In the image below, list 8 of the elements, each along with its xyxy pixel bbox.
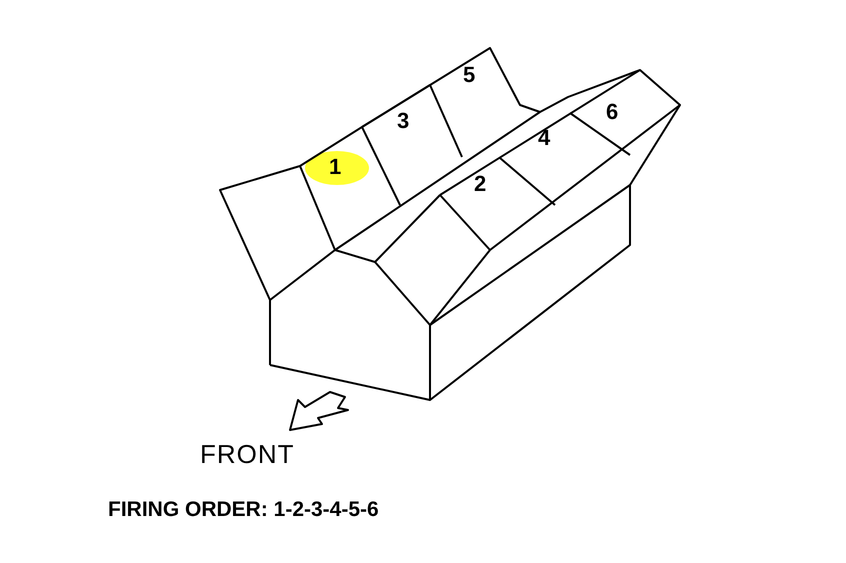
cylinder-number: 5 xyxy=(463,64,476,86)
cylinder-number: 6 xyxy=(606,101,618,123)
cylinder-number: 3 xyxy=(397,110,410,132)
cylinder-number: 1 xyxy=(329,156,342,178)
cylinder-number: 4 xyxy=(538,127,550,149)
caption-text: FIRING ORDER: 1-2-3-4-5-6 xyxy=(108,499,379,520)
front-label: FRONT xyxy=(200,441,295,467)
cylinder-number: 2 xyxy=(474,173,486,195)
